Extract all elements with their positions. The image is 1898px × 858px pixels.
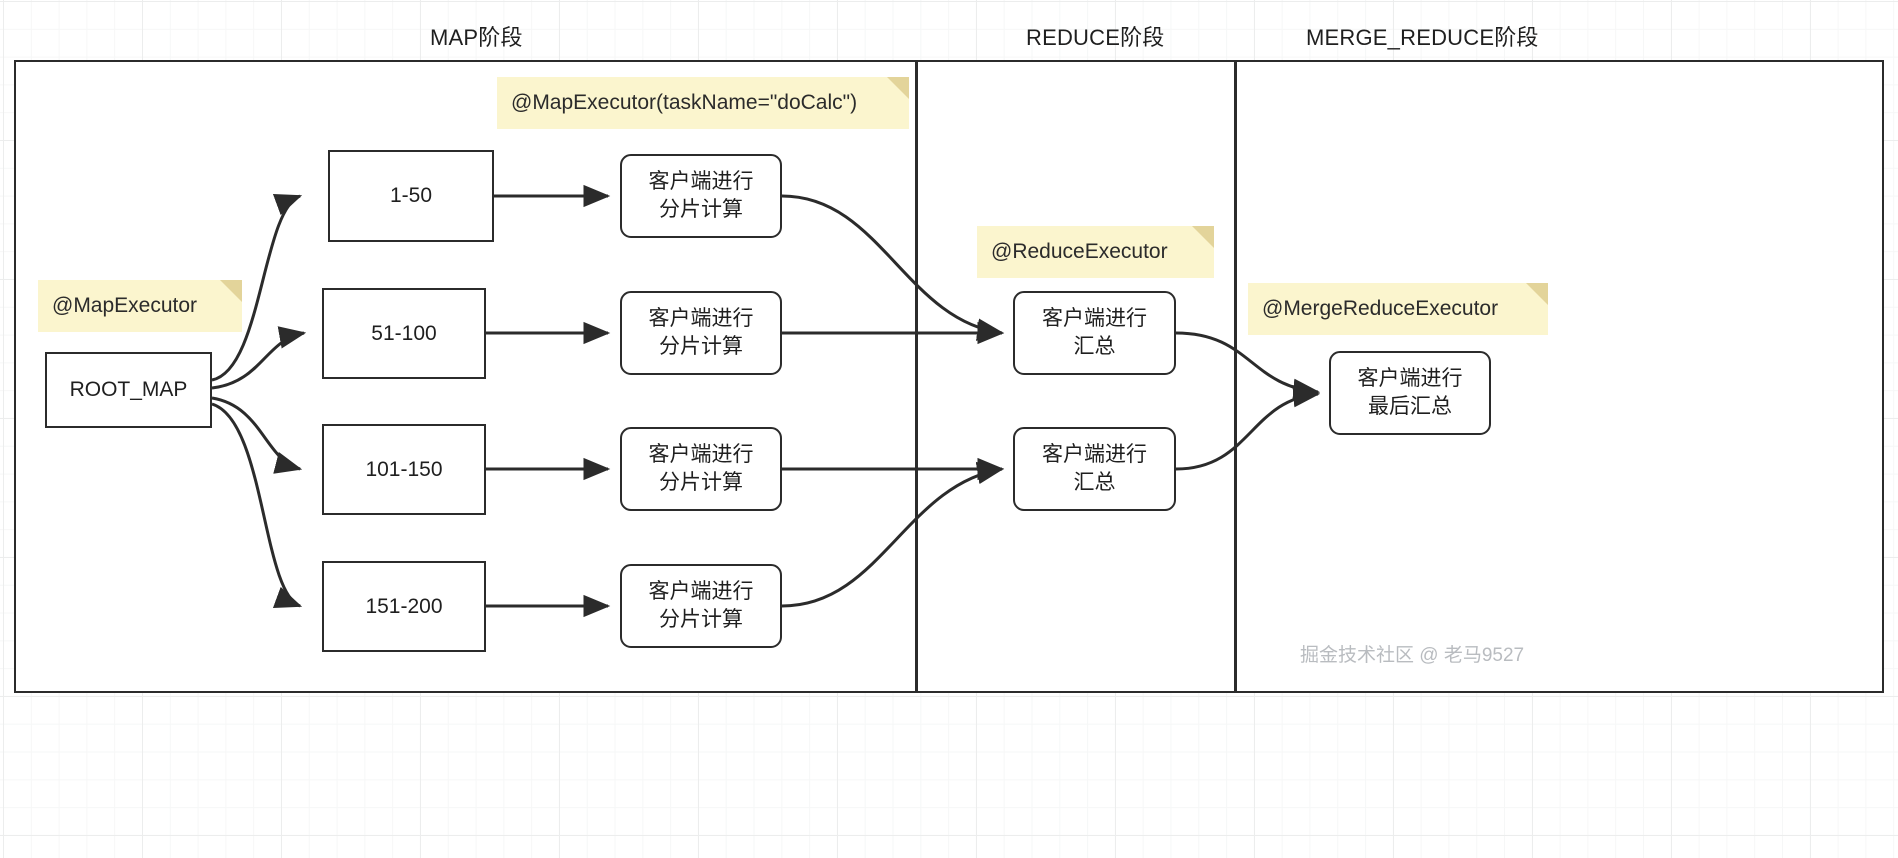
lane-divider-map-reduce <box>915 60 918 693</box>
node-shard-151-200[interactable]: 151-200 <box>322 561 486 652</box>
node-map-task-1[interactable]: 客户端进行 分片计算 <box>620 154 782 238</box>
node-map-task-3[interactable]: 客户端进行 分片计算 <box>620 427 782 511</box>
node-map-task-4[interactable]: 客户端进行 分片计算 <box>620 564 782 648</box>
diagram-frame <box>14 60 1884 693</box>
lane-divider-reduce-merge <box>1234 60 1237 693</box>
note-fold-corner-icon <box>887 77 909 99</box>
node-shard-101-150[interactable]: 101-150 <box>322 424 486 515</box>
node-root-map[interactable]: ROOT_MAP <box>45 352 212 428</box>
note-map-executor-taskname-label: @MapExecutor(taskName="doCalc") <box>511 91 858 114</box>
note-reduce-executor: @ReduceExecutor <box>977 226 1214 278</box>
lane-header-merge-reduce: MERGE_REDUCE阶段 <box>1306 25 1539 50</box>
note-map-executor-label: @MapExecutor <box>52 294 198 317</box>
note-merge-reduce-executor: @MergeReduceExecutor <box>1248 283 1548 335</box>
note-map-executor: @MapExecutor <box>38 280 242 332</box>
node-reduce-task-2[interactable]: 客户端进行 汇总 <box>1013 427 1176 511</box>
note-reduce-executor-label: @ReduceExecutor <box>991 240 1168 263</box>
node-map-task-2[interactable]: 客户端进行 分片计算 <box>620 291 782 375</box>
note-fold-corner-icon <box>1192 226 1214 248</box>
node-merge-reduce-task[interactable]: 客户端进行 最后汇总 <box>1329 351 1491 435</box>
watermark-text: 掘金技术社区 @ 老马9527 <box>1300 645 1525 666</box>
lane-header-reduce: REDUCE阶段 <box>1026 25 1165 50</box>
note-merge-reduce-executor-label: @MergeReduceExecutor <box>1262 297 1499 320</box>
node-shard-1-50[interactable]: 1-50 <box>328 150 494 242</box>
lane-header-map: MAP阶段 <box>430 25 523 50</box>
note-map-executor-taskname: @MapExecutor(taskName="doCalc") <box>497 77 909 129</box>
node-reduce-task-1[interactable]: 客户端进行 汇总 <box>1013 291 1176 375</box>
note-fold-corner-icon <box>1526 283 1548 305</box>
note-fold-corner-icon <box>220 280 242 302</box>
node-shard-51-100[interactable]: 51-100 <box>322 288 486 379</box>
